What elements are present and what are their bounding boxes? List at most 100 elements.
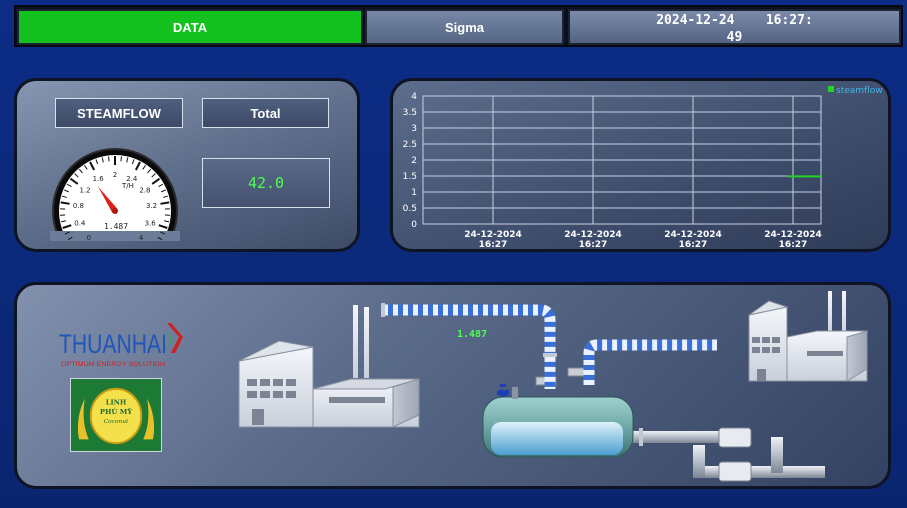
tab-sigma[interactable]: Sigma	[365, 9, 564, 45]
brand-mark	[167, 323, 183, 353]
factory-left	[238, 305, 420, 428]
x-tick-date: 24-12-2024	[564, 230, 622, 240]
y-tick-label: 0	[411, 220, 417, 230]
gauge-tick	[60, 220, 67, 223]
gauge-tick	[157, 236, 163, 241]
gauge-tick	[108, 156, 110, 162]
y-tick-label: 1.5	[403, 172, 417, 182]
gauge-tick	[67, 236, 73, 241]
gauge-tick	[89, 161, 96, 171]
gauge-tick-label: 0.8	[73, 202, 84, 210]
factory-right	[748, 291, 868, 382]
thuanhai-logo: THUANHAI OPTIMUM ENERGY SOLUTION	[59, 323, 183, 368]
gauge-tick	[158, 183, 164, 188]
gauge-tick	[161, 189, 167, 193]
gauge-tick	[162, 195, 169, 198]
gauge-tick	[101, 157, 104, 163]
gauge-tick	[64, 231, 70, 235]
leaf-left	[77, 398, 89, 440]
steam-tank	[482, 367, 634, 458]
steamflow-value-label: 1.487	[457, 329, 488, 340]
gauge-tick-label: 0	[87, 234, 91, 241]
gauge-tick	[61, 195, 68, 198]
gauge-tick	[131, 159, 135, 165]
gauge-tick	[78, 168, 83, 174]
coconut-shape	[89, 387, 143, 445]
gauge-tick	[60, 201, 70, 205]
valve-icon	[497, 389, 509, 397]
gauge-tick-label: 4	[139, 234, 144, 241]
gauge-readout: 1.487	[104, 222, 128, 231]
gauge-tick	[163, 220, 170, 223]
gauge-tick	[134, 161, 141, 171]
gauge-tick	[66, 183, 72, 188]
gauge-tick	[151, 177, 161, 185]
gauge-tick-label: 1.6	[93, 175, 105, 183]
brand-name: THUANHAI	[59, 329, 167, 359]
gauge-tick	[95, 159, 99, 165]
logo-text-1: LINH	[106, 398, 127, 406]
steam-pipes	[381, 303, 717, 389]
y-tick-label: 2.5	[403, 140, 417, 150]
y-tick-label: 4	[411, 92, 417, 102]
x-tick-time: 16:27	[479, 240, 508, 249]
brand-tagline: OPTIMUM ENERGY SOLUTION	[61, 361, 165, 368]
gauge-tick-label: 1.2	[79, 186, 90, 194]
total-label: Total	[202, 98, 329, 128]
x-tick-date: 24-12-2024	[764, 230, 822, 240]
steamflow-gauge: 00.40.81.21.622.42.83.23.64 T/H 1.487	[50, 148, 180, 241]
gauge-tick	[160, 201, 170, 205]
x-tick-date: 24-12-2024	[664, 230, 722, 240]
gauge-tick	[158, 224, 168, 229]
time-text: 16:27:	[765, 13, 813, 28]
x-tick-time: 16:27	[779, 240, 808, 249]
y-tick-label: 2	[411, 156, 417, 166]
gauge-tick-label: 3.6	[145, 219, 157, 227]
gauge-tick	[142, 164, 146, 170]
gauge-unit: T/H	[121, 182, 134, 190]
gauge-tick	[147, 168, 152, 174]
gauge-hub	[112, 208, 118, 214]
seconds-text: 49	[726, 30, 743, 45]
y-tick-label: 1	[411, 188, 417, 198]
gauge-tick	[84, 164, 88, 170]
gauge-tick-label: 0.4	[74, 219, 86, 227]
y-tick-label: 3	[411, 124, 417, 134]
gauge-face	[59, 155, 171, 241]
leaf-right	[143, 398, 155, 440]
process-diagram-panel: THUANHAI OPTIMUM ENERGY SOLUTION LINH PH…	[14, 282, 891, 489]
legend-swatch	[828, 86, 834, 92]
return-pipes	[617, 427, 825, 482]
gauge-tick-label: 2.8	[139, 186, 150, 194]
steamflow-trend-chart: 00.511.522.533.54 24-12-202416:2724-12-2…	[403, 86, 883, 249]
process-diagram	[238, 291, 868, 482]
logo-text-2: PHÚ MỸ	[100, 407, 132, 416]
brand-mark-leaf	[163, 331, 173, 349]
gauge-tick	[74, 173, 79, 178]
gauge-tick	[62, 224, 72, 229]
gauge-tick	[69, 177, 79, 185]
total-value: 42.0	[202, 158, 330, 208]
logo-text-3: Coconut	[104, 419, 129, 425]
coconut-logo: LINH PHÚ MỸ Coconut	[70, 378, 162, 452]
legend-label: steamflow	[836, 86, 883, 96]
date-time-line: 2024-12-24 16:27:	[570, 13, 899, 28]
tab-data[interactable]: DATA	[17, 9, 363, 45]
gauge-tick-label: 3.2	[146, 202, 157, 210]
gauge-tick	[120, 156, 122, 162]
gauge-tick-label: 2.4	[126, 175, 138, 183]
top-bar: DATA Sigma 2024-12-24 16:27: 49	[14, 5, 903, 47]
y-tick-label: 3.5	[403, 108, 417, 118]
date-text: 2024-12-24	[656, 13, 735, 28]
x-tick-time: 16:27	[679, 240, 708, 249]
y-tick-label: 0.5	[403, 204, 417, 214]
gauge-bottom-mask	[50, 231, 180, 241]
gauge-tick	[126, 157, 129, 163]
gauge-tick	[63, 189, 69, 193]
gauge-tick	[151, 173, 156, 178]
x-tick-time: 16:27	[579, 240, 608, 249]
datetime-display: 2024-12-24 16:27: 49	[568, 9, 901, 45]
gauge-needle	[97, 186, 118, 213]
